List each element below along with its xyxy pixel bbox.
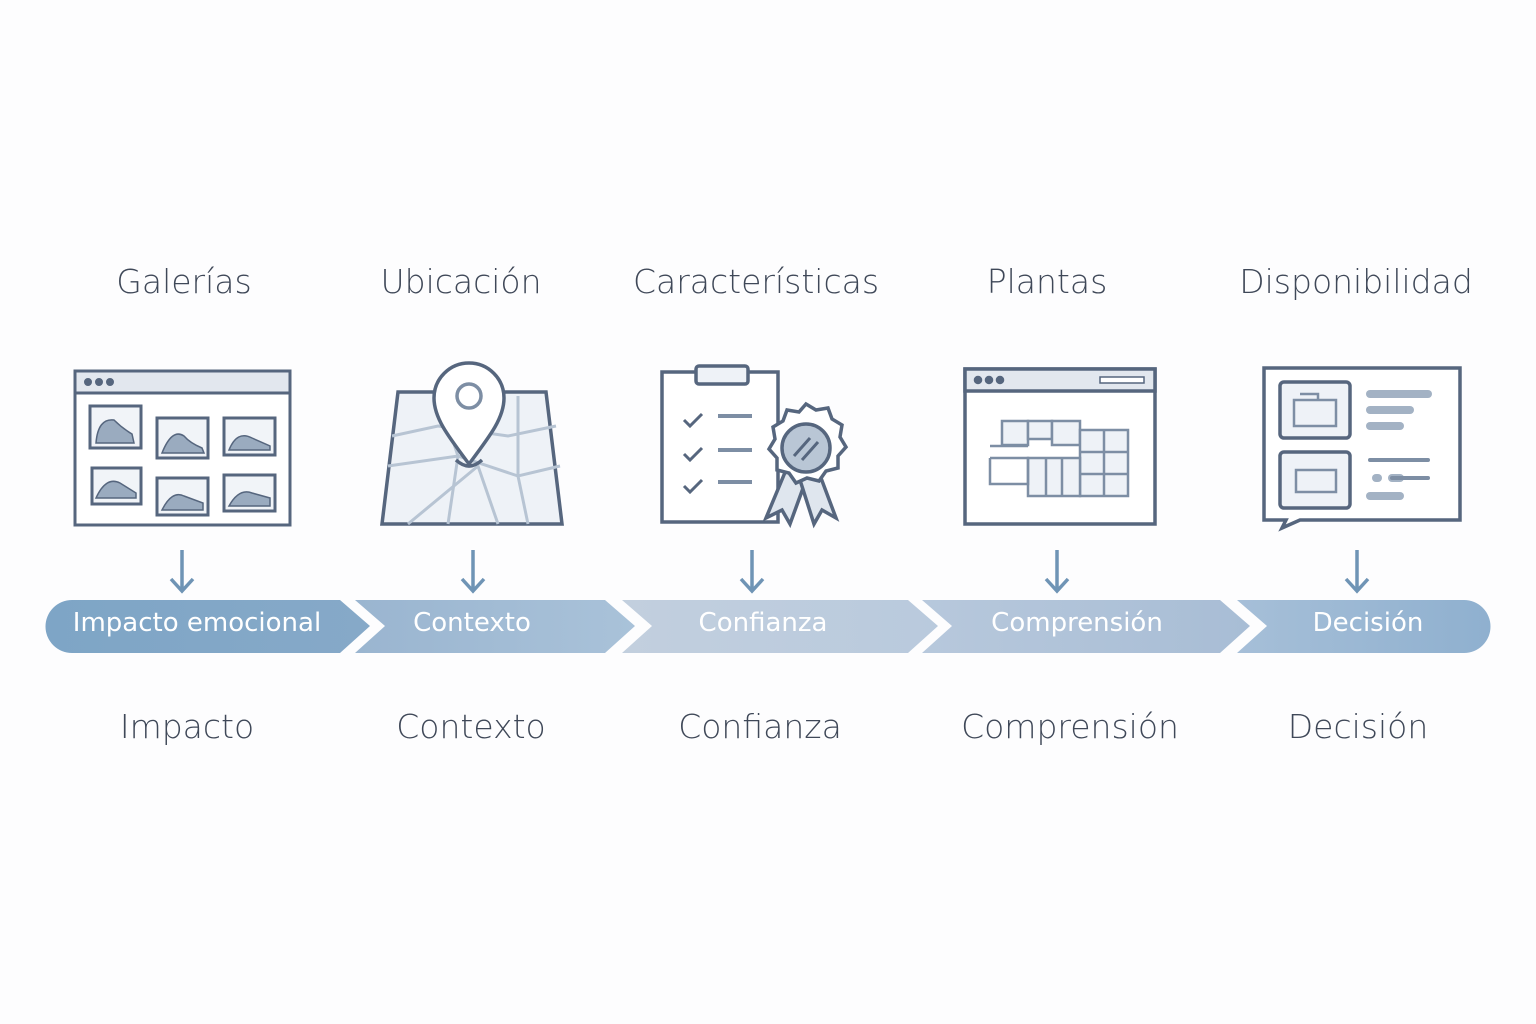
heading-disponibilidad: Disponibilidad xyxy=(1239,262,1473,301)
stage-segment xyxy=(622,600,938,653)
process-chevron-bar xyxy=(45,600,1491,653)
outcome-comprension: Comprensión xyxy=(961,707,1179,746)
stage-segment xyxy=(45,600,370,653)
down-arrow-icon xyxy=(460,550,486,594)
outcome-impacto: Impacto xyxy=(119,707,255,746)
stage-decision: Decisión xyxy=(1312,608,1424,638)
outcome-decision: Decisión xyxy=(1287,707,1429,746)
stage-segment xyxy=(922,600,1250,653)
down-arrow-icon xyxy=(169,550,195,594)
stage-confianza: Confianza xyxy=(698,608,828,638)
outcome-contexto: Contexto xyxy=(396,707,546,746)
checklist-badge-icon xyxy=(660,364,849,529)
heading-galerias: Galerías xyxy=(116,262,252,301)
down-arrow-icon xyxy=(1344,550,1370,594)
map-pin-icon xyxy=(380,361,564,526)
heading-plantas: Plantas xyxy=(986,262,1108,301)
stage-segment xyxy=(355,600,635,653)
gallery-window-icon xyxy=(73,369,292,527)
stage-segment xyxy=(1237,600,1491,653)
heading-ubicacion: Ubicación xyxy=(380,262,542,301)
heading-caracteristicas: Características xyxy=(632,262,880,301)
stage-impacto-emocional: Impacto emocional xyxy=(72,608,322,638)
availability-panel-icon xyxy=(1262,366,1462,532)
down-arrow-icon xyxy=(1044,550,1070,594)
stage-comprension: Comprensión xyxy=(991,608,1163,638)
stage-contexto: Contexto xyxy=(413,608,531,638)
outcome-confianza: Confianza xyxy=(678,707,842,746)
floor-plan-window-icon xyxy=(963,367,1157,526)
down-arrow-icon xyxy=(739,550,765,594)
